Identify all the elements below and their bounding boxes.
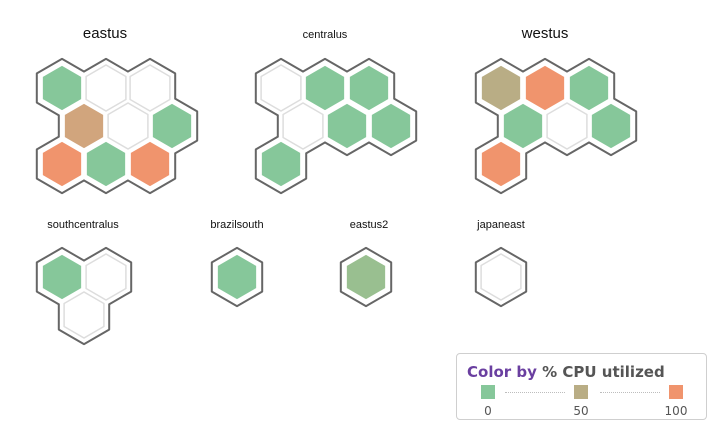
node-hex-eastus2-0[interactable]: [345, 253, 387, 301]
node-hex-brazilsouth-0[interactable]: [216, 253, 258, 301]
region-centralus[interactable]: centralus: [254, 29, 418, 195]
node-hex-eastus-4[interactable]: [107, 102, 149, 150]
node-hex-centralus-0[interactable]: [260, 64, 302, 112]
node-hex-southcentralus-2[interactable]: [63, 291, 105, 339]
region-southcentralus[interactable]: southcentralus: [35, 219, 133, 346]
node-hex-eastus-2[interactable]: [129, 64, 171, 112]
node-hex-southcentralus-0[interactable]: [41, 253, 83, 301]
color-legend[interactable]: Color by % CPU utilized 0 50 100: [456, 353, 707, 420]
region-label: japaneast: [476, 219, 525, 231]
node-hex-centralus-5[interactable]: [370, 102, 412, 150]
region-westus[interactable]: westus: [474, 25, 638, 195]
node-hex-centralus-1[interactable]: [304, 64, 346, 112]
legend-value-mid: 50: [573, 404, 589, 418]
node-hex-centralus-2[interactable]: [348, 64, 390, 112]
node-hex-eastus-3[interactable]: [63, 102, 105, 150]
region-eastus2[interactable]: eastus2: [339, 219, 393, 308]
region-label: centralus: [303, 29, 348, 41]
legend-swatch-high: [669, 385, 683, 399]
node-hex-westus-0[interactable]: [480, 64, 522, 112]
node-hex-centralus-4[interactable]: [326, 102, 368, 150]
node-hex-westus-5[interactable]: [590, 102, 632, 150]
region-label: eastus2: [350, 219, 389, 231]
region-label: southcentralus: [47, 219, 119, 231]
node-hex-centralus-3[interactable]: [282, 102, 324, 150]
node-hex-southcentralus-1[interactable]: [85, 253, 127, 301]
node-hex-eastus-0[interactable]: [41, 64, 83, 112]
region-label: eastus: [83, 25, 127, 42]
legend-swatch-mid: [574, 385, 588, 399]
node-hex-westus-4[interactable]: [546, 102, 588, 150]
region-brazilsouth[interactable]: brazilsouth: [210, 219, 264, 308]
node-hex-eastus-1[interactable]: [85, 64, 127, 112]
legend-title-prefix: Color by: [467, 363, 537, 381]
legend-value-high: 100: [664, 404, 688, 418]
node-hex-centralus-6[interactable]: [260, 140, 302, 188]
node-hex-eastus-7[interactable]: [85, 140, 127, 188]
region-label: westus: [521, 25, 569, 42]
legend-dotted-line: [600, 392, 660, 393]
node-hex-eastus-6[interactable]: [41, 140, 83, 188]
legend-value-low: 0: [484, 404, 492, 418]
node-hex-westus-1[interactable]: [524, 64, 566, 112]
node-hex-japaneast-0[interactable]: [480, 253, 522, 301]
legend-title: Color by % CPU utilized: [467, 363, 665, 381]
legend-dotted-line: [505, 392, 565, 393]
region-japaneast[interactable]: japaneast: [474, 219, 528, 308]
legend-swatch-low: [481, 385, 495, 399]
legend-metric: % CPU utilized: [542, 363, 665, 381]
node-hex-westus-2[interactable]: [568, 64, 610, 112]
node-hex-westus-3[interactable]: [502, 102, 544, 150]
node-hex-eastus-8[interactable]: [129, 140, 171, 188]
node-hex-eastus-5[interactable]: [151, 102, 193, 150]
node-hex-westus-6[interactable]: [480, 140, 522, 188]
region-label: brazilsouth: [210, 219, 263, 231]
region-eastus[interactable]: eastus: [35, 25, 199, 195]
